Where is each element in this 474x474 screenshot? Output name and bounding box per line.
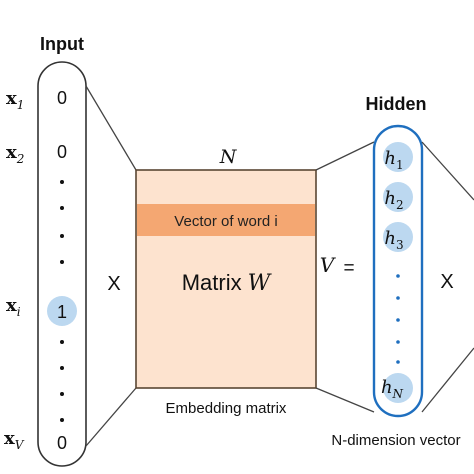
connector-bottom-far-right — [421, 347, 474, 413]
hidden-label-h3: h3 — [384, 228, 403, 252]
connector-bottom-right — [315, 387, 375, 413]
hidden-bubble-h2 — [383, 182, 413, 212]
input-title: Input — [40, 34, 84, 54]
connector-top-left — [85, 85, 137, 171]
matrix-side-label: V — [320, 253, 337, 277]
hidden-vector-outline — [372, 124, 424, 418]
input-label-xV: xV — [4, 428, 25, 452]
connector-top-far-right — [421, 141, 474, 201]
input-value-xi: 1 — [57, 302, 67, 322]
input-value-x1: 0 — [57, 88, 67, 108]
input-value-x2: 0 — [57, 142, 67, 162]
input-label-x2: x2 — [6, 142, 24, 166]
times-operator-left: X — [107, 273, 120, 295]
matrix-highlight-label: Vector of word i — [174, 213, 277, 230]
hidden-bubble-hN — [383, 373, 413, 403]
input-label-x1: x1 — [6, 88, 24, 112]
input-highlight-bubble — [47, 296, 77, 326]
matrix-highlight-row — [137, 204, 315, 236]
hidden-label-h2: h2 — [384, 188, 403, 212]
equals-operator: = — [343, 258, 354, 279]
input-label-xi: xi — [6, 295, 21, 319]
times-operator-right: X — [440, 271, 453, 293]
input-ellipsis-dots — [60, 180, 64, 422]
hidden-caption: N-dimension vector — [331, 432, 460, 449]
hidden-bubble-h3 — [383, 222, 413, 252]
hidden-ellipsis-dots — [396, 274, 400, 364]
hidden-label-hN: hN — [381, 377, 404, 401]
hidden-bubble-h1 — [383, 142, 413, 172]
input-vector-outline — [37, 61, 87, 467]
input-value-xV: 0 — [57, 433, 67, 453]
matrix-top-label: N — [219, 146, 238, 168]
matrix-caption: Embedding matrix — [166, 400, 287, 417]
connector-bottom-left — [85, 387, 137, 447]
hidden-label-h1: h1 — [384, 148, 403, 172]
hidden-title: Hidden — [366, 94, 427, 114]
connector-top-right — [315, 141, 375, 171]
